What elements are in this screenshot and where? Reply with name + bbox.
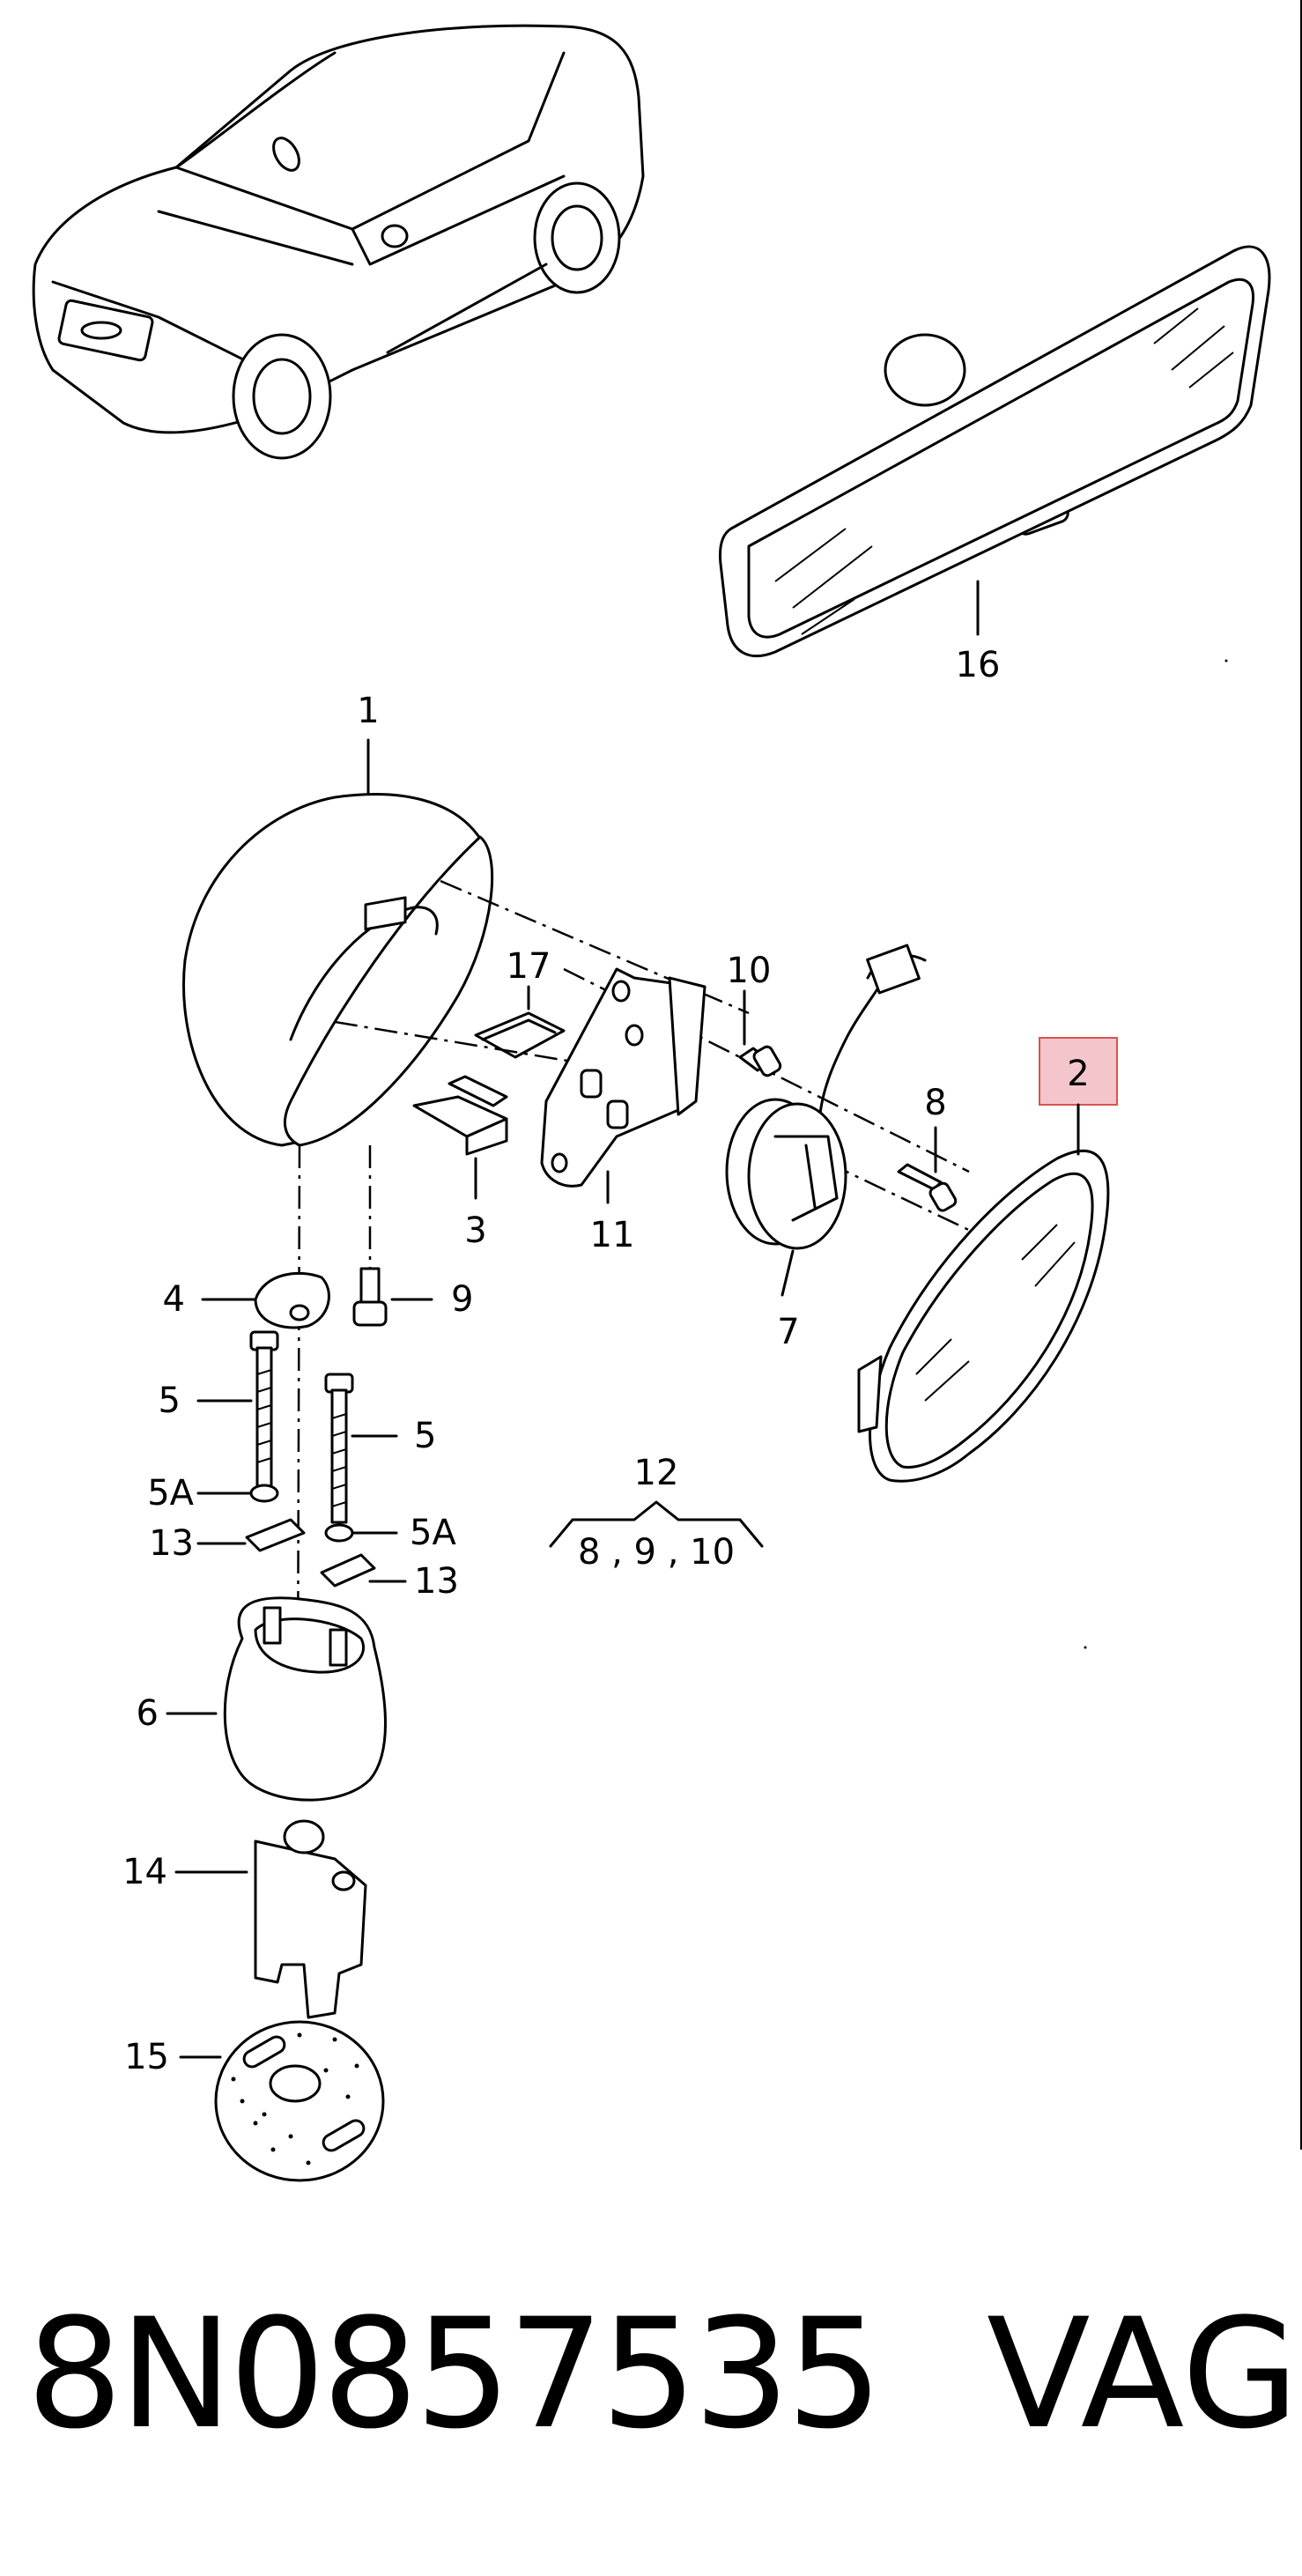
callout-10: 10 bbox=[727, 951, 772, 991]
callout-12: 12 bbox=[634, 1453, 679, 1493]
callout-11: 11 bbox=[590, 1215, 635, 1255]
interior-mirror-icon bbox=[719, 245, 1271, 657]
callout-1: 1 bbox=[357, 691, 379, 731]
mirror-base-part-6-icon bbox=[223, 1596, 387, 1802]
screw-part-10-icon bbox=[738, 1045, 782, 1077]
callout-13-left: 13 bbox=[149, 1523, 194, 1564]
group-bracket-12 bbox=[549, 1500, 764, 1548]
callout-5-left: 5 bbox=[159, 1381, 181, 1421]
car-illustration-icon bbox=[32, 24, 645, 460]
callout-14: 14 bbox=[122, 1852, 167, 1892]
callout-5A-right: 5A bbox=[410, 1513, 456, 1553]
clip-13-left-icon bbox=[245, 1518, 306, 1552]
part-number: 8N0857535 bbox=[26, 2285, 883, 2462]
callout-12-members: 8 , 9 , 10 bbox=[578, 1532, 735, 1573]
callout-5A-left: 5A bbox=[147, 1473, 194, 1514]
callout-3: 3 bbox=[464, 1210, 486, 1251]
base-plate-part-11-icon bbox=[540, 967, 706, 1188]
washer-part-4-icon bbox=[254, 1271, 330, 1329]
callout-17: 17 bbox=[507, 946, 551, 987]
screw-part-9-icon bbox=[352, 1267, 388, 1327]
callout-6: 6 bbox=[137, 1693, 159, 1734]
washer-5A-left-icon bbox=[249, 1484, 279, 1503]
spring-clip-part-17-icon bbox=[474, 1011, 566, 1059]
callout-7: 7 bbox=[777, 1312, 799, 1352]
brand-label: VAG bbox=[987, 2285, 1299, 2462]
right-frame-line bbox=[1300, 0, 1302, 2150]
mirror-glass-part-2-icon bbox=[857, 1149, 1110, 1483]
callout-8: 8 bbox=[924, 1083, 946, 1123]
callout-16: 16 bbox=[956, 645, 1001, 685]
highlight-box-2[interactable] bbox=[1039, 1037, 1118, 1106]
adjustment-motor-part-7-icon bbox=[725, 944, 927, 1250]
callout-4: 4 bbox=[163, 1279, 185, 1320]
screw-part-8-icon bbox=[897, 1163, 958, 1212]
washer-5A-right-icon bbox=[324, 1523, 354, 1543]
exterior-mirror-housing-icon bbox=[182, 793, 494, 1147]
callout-13-right: 13 bbox=[414, 1561, 459, 1602]
bolt-part-5-right-icon bbox=[324, 1373, 354, 1524]
callout-5-right: 5 bbox=[414, 1416, 436, 1456]
gasket-part-15-icon bbox=[214, 2020, 385, 2182]
clip-13-right-icon bbox=[320, 1553, 376, 1588]
callout-9: 9 bbox=[451, 1279, 473, 1320]
callout-2[interactable]: 2 bbox=[1067, 1054, 1089, 1094]
clip-part-3-icon bbox=[412, 1075, 508, 1156]
bolt-part-5-left-icon bbox=[249, 1330, 279, 1491]
footer: 8N0857535 VAG bbox=[26, 2285, 1299, 2462]
callout-15: 15 bbox=[124, 2037, 169, 2077]
mounting-bracket-part-14-icon bbox=[254, 1819, 367, 2019]
